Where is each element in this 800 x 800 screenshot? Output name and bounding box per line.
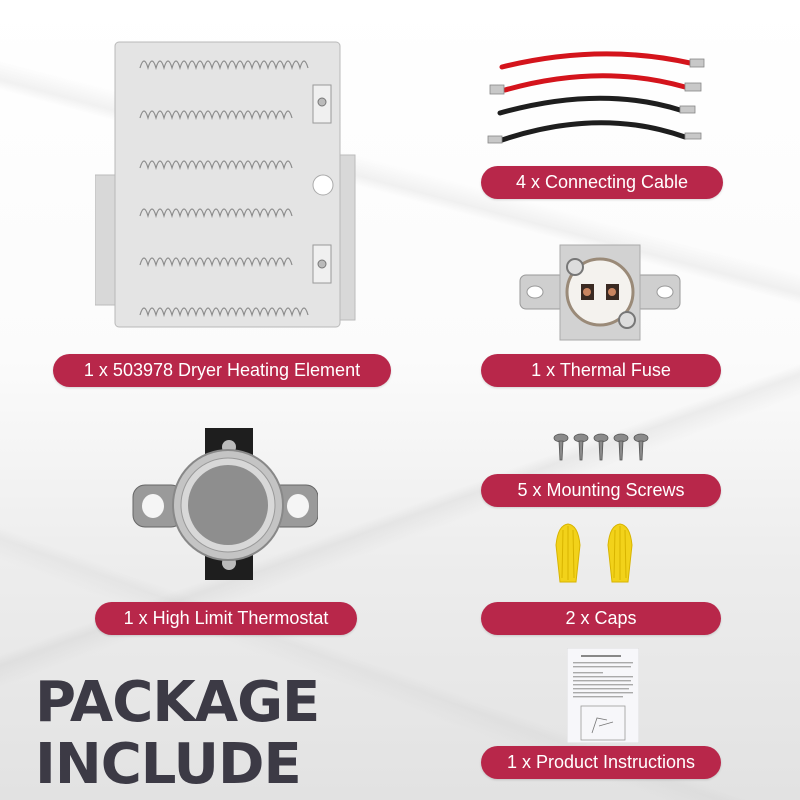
connecting-cables-image [487, 51, 705, 144]
item-label-connecting-cable: 4 x Connecting Cable [481, 166, 723, 199]
instructions-sheet-image [567, 648, 639, 743]
package-include-headline: PACKAGE INCLUDE [35, 670, 320, 797]
wire-caps-image [555, 523, 633, 583]
mounting-screws-image [553, 433, 649, 461]
thermostat-image [132, 428, 318, 580]
headline-line-1: PACKAGE [35, 670, 320, 735]
item-label-mounting-screws: 5 x Mounting Screws [481, 474, 721, 507]
item-label-caps: 2 x Caps [481, 602, 721, 635]
heating-element-image [95, 41, 356, 328]
item-label-thermal-fuse: 1 x Thermal Fuse [481, 354, 721, 387]
item-label-product-instructions: 1 x Product Instructions [481, 746, 721, 779]
headline-line-2: INCLUDE [35, 732, 302, 797]
item-label-thermostat: 1 x High Limit Thermostat [95, 602, 357, 635]
item-label-heating-element: 1 x 503978 Dryer Heating Element [53, 354, 391, 387]
thermal-fuse-image [519, 244, 681, 341]
